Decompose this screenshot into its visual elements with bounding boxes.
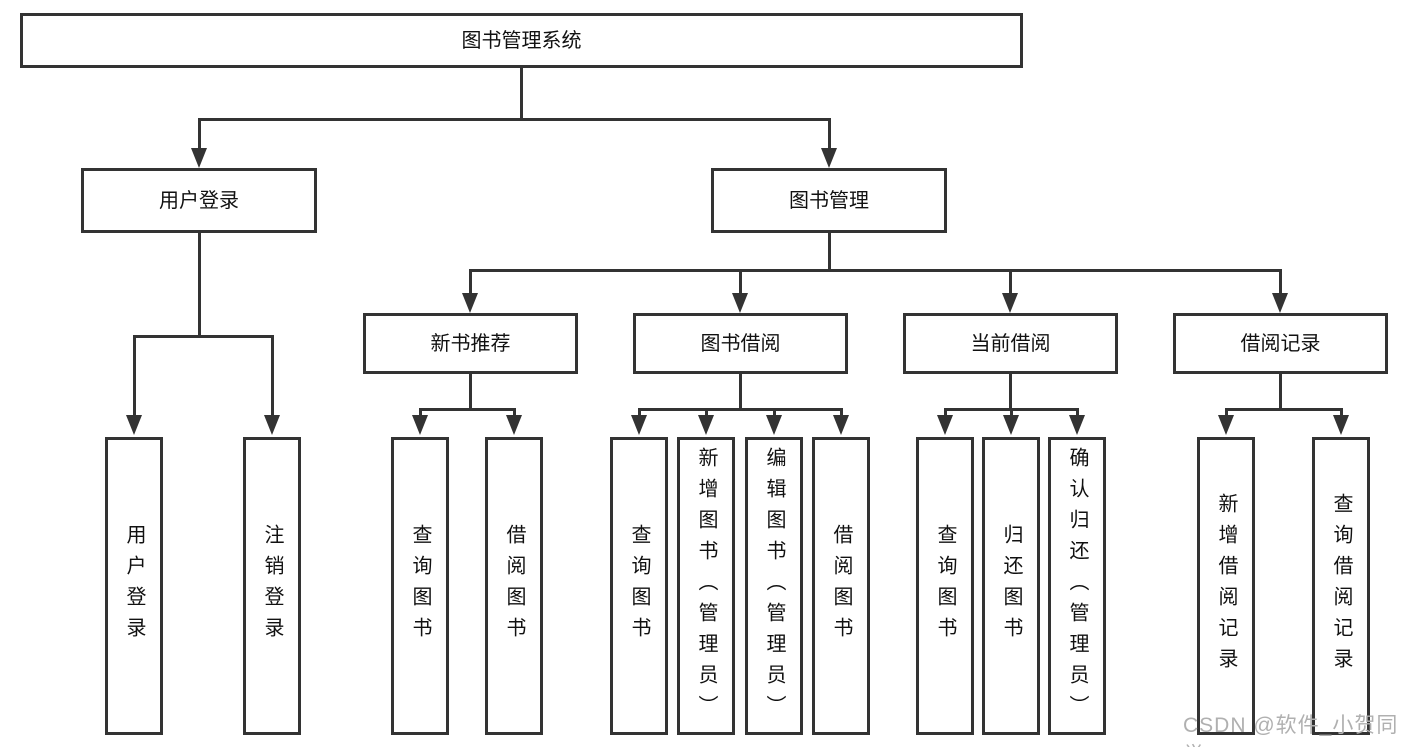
leaf-label: 借阅图书: [830, 524, 852, 648]
leaf-label: 新增图书（管理员）: [695, 446, 717, 726]
arrowhead-down-icon: [732, 293, 748, 313]
leaf-add-borrow-record: 新增借阅记录: [1197, 437, 1255, 735]
node-root-label: 图书管理系统: [461, 29, 582, 52]
leaf-label: 归还图书: [1000, 524, 1022, 648]
node-new-book-recommend: 新书推荐: [363, 313, 578, 374]
connector-line: [271, 335, 274, 417]
csdn-watermark: CSDN @软件_小贺同学: [1183, 714, 1399, 747]
leaf-logout: 注销登录: [243, 437, 301, 735]
leaf-label: 查询图书: [409, 524, 431, 648]
connector-line: [828, 118, 831, 150]
connector-line: [520, 68, 523, 121]
leaf-return-book: 归还图书: [982, 437, 1040, 735]
connector-line: [840, 408, 843, 418]
arrowhead-down-icon: [126, 415, 142, 435]
arrowhead-down-icon: [1272, 293, 1288, 313]
node-label: 当前借阅: [970, 332, 1051, 355]
arrowhead-down-icon: [462, 293, 478, 313]
connector-line: [198, 118, 830, 121]
connector-line: [1279, 269, 1282, 295]
connector-line: [944, 408, 947, 418]
arrowhead-down-icon: [1003, 415, 1019, 435]
arrowhead-down-icon: [821, 148, 837, 168]
arrowhead-down-icon: [937, 415, 953, 435]
leaf-borrow-books-recommend: 借阅图书: [485, 437, 543, 735]
connector-line: [638, 408, 842, 411]
arrowhead-down-icon: [1002, 293, 1018, 313]
connector-line: [1009, 269, 1012, 295]
arrowhead-down-icon: [1333, 415, 1349, 435]
arrowhead-down-icon: [833, 415, 849, 435]
leaf-confirm-return-admin: 确认归还（管理员）: [1048, 437, 1106, 735]
leaf-label: 确认归还（管理员）: [1066, 446, 1088, 726]
connector-line: [1009, 374, 1012, 410]
arrowhead-down-icon: [1069, 415, 1085, 435]
connector-line: [469, 374, 472, 410]
node-label: 借阅记录: [1240, 332, 1321, 355]
leaf-label: 查询图书: [934, 524, 956, 648]
node-borrow-records: 借阅记录: [1173, 313, 1388, 374]
connector-line: [739, 374, 742, 410]
leaf-borrow-books: 借阅图书: [812, 437, 870, 735]
arrowhead-down-icon: [1218, 415, 1234, 435]
leaf-label: 用户登录: [123, 524, 145, 648]
leaf-query-books-borrowing: 查询图书: [610, 437, 668, 735]
leaf-label: 借阅图书: [503, 524, 525, 648]
connector-line: [419, 408, 515, 411]
leaf-label: 编辑图书（管理员）: [763, 446, 785, 726]
node-root: 图书管理系统: [20, 13, 1023, 68]
leaf-add-book-admin: 新增图书（管理员）: [677, 437, 735, 735]
node-book-borrowing: 图书借阅: [633, 313, 848, 374]
connector-line: [198, 118, 201, 150]
connector-line: [133, 335, 136, 417]
connector-line: [828, 233, 831, 272]
connector-line: [773, 408, 776, 418]
connector-line: [638, 408, 641, 418]
leaf-user-login: 用户登录: [105, 437, 163, 735]
node-label: 图书管理: [789, 189, 869, 212]
leaf-label: 查询图书: [628, 524, 650, 648]
connector-line: [1225, 408, 1228, 418]
connector-line: [469, 269, 472, 295]
arrowhead-down-icon: [191, 148, 207, 168]
connector-line: [198, 233, 201, 337]
connector-line: [1279, 374, 1282, 410]
node-label: 图书借阅: [700, 332, 781, 355]
leaf-query-books-current: 查询图书: [916, 437, 974, 735]
arrowhead-down-icon: [264, 415, 280, 435]
leaf-label: 新增借阅记录: [1215, 493, 1237, 679]
node-label: 新书推荐: [430, 332, 511, 355]
connector-line: [419, 408, 422, 418]
node-book-management-branch: 图书管理: [711, 168, 947, 233]
leaf-label: 注销登录: [261, 524, 283, 648]
connector-line: [739, 269, 742, 295]
connector-line: [705, 408, 708, 418]
leaf-query-books-recommend: 查询图书: [391, 437, 449, 735]
arrowhead-down-icon: [412, 415, 428, 435]
arrowhead-down-icon: [766, 415, 782, 435]
leaf-query-borrow-record: 查询借阅记录: [1312, 437, 1370, 735]
arrowhead-down-icon: [698, 415, 714, 435]
connector-line: [1010, 408, 1013, 418]
node-current-borrowing: 当前借阅: [903, 313, 1118, 374]
connector-line: [133, 335, 273, 338]
leaf-label: 查询借阅记录: [1330, 493, 1352, 679]
arrowhead-down-icon: [506, 415, 522, 435]
node-label: 用户登录: [159, 189, 239, 212]
connector-line: [1076, 408, 1079, 418]
node-user-login-branch: 用户登录: [81, 168, 317, 233]
connector-line: [1225, 408, 1342, 411]
leaf-edit-book-admin: 编辑图书（管理员）: [745, 437, 803, 735]
connector-line: [513, 408, 516, 418]
connector-line: [1340, 408, 1343, 418]
connector-line: [469, 269, 1282, 272]
arrowhead-down-icon: [631, 415, 647, 435]
